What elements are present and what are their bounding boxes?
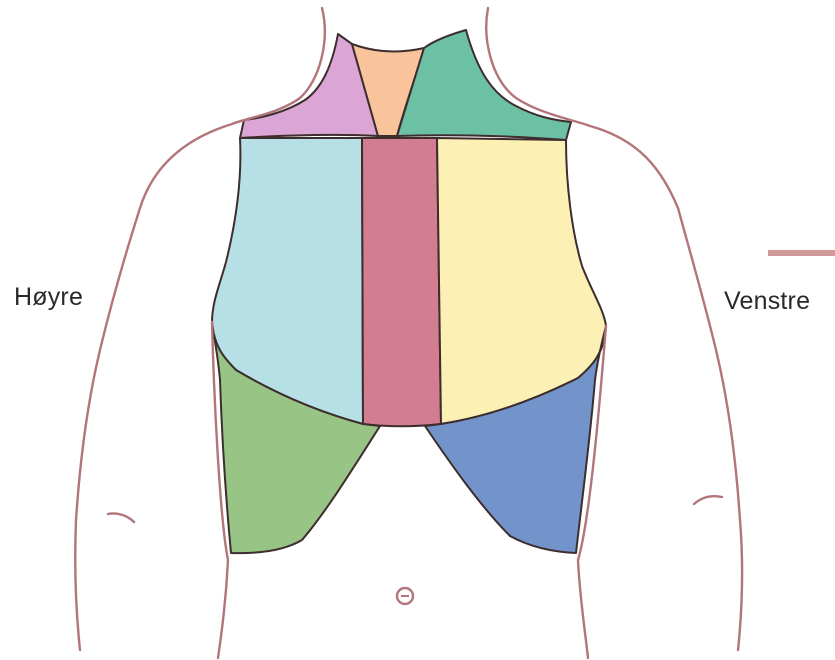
label-left-side: Venstre	[724, 287, 810, 316]
elbow-crease-right	[108, 513, 134, 522]
label-right-side: Høyre	[14, 283, 83, 312]
navel-icon	[397, 588, 413, 604]
elbow-crease-left	[694, 496, 722, 504]
region-neck-left	[397, 30, 571, 140]
region-sternum	[362, 138, 441, 426]
